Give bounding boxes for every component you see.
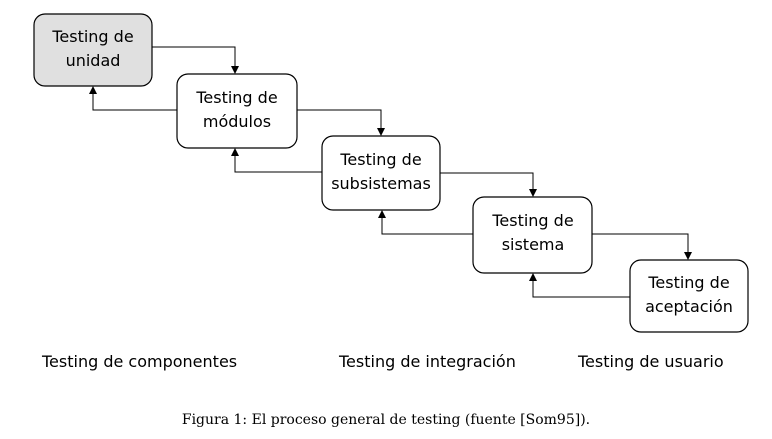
group-label-usuario: Testing de usuario xyxy=(577,352,724,371)
stage-label-sistema-line2: sistema xyxy=(502,235,565,254)
forward-connector-1 xyxy=(152,46,236,66)
forward-connector-3 xyxy=(440,172,534,189)
feedback-arrowhead-2 xyxy=(231,148,239,156)
stage-label-subsistemas-line2: subsistemas xyxy=(331,174,431,193)
feedback-arrowhead-3 xyxy=(378,210,386,218)
forward-connector-2 xyxy=(297,109,382,128)
stage-label-unidad-line2: unidad xyxy=(66,51,121,70)
feedback-connector-4 xyxy=(532,281,630,298)
stage-box-modulos: Testing de módulos xyxy=(176,73,298,149)
stage-label-aceptacion-line1: Testing de xyxy=(647,273,729,292)
feedback-connector-1 xyxy=(92,94,177,111)
feedback-arrowhead-4 xyxy=(529,273,537,281)
stage-label-modulos-line2: módulos xyxy=(203,112,271,131)
stage-label-unidad-line1: Testing de xyxy=(51,27,133,46)
feedback-connector-2 xyxy=(234,156,322,173)
stage-box-unidad: Testing de unidad xyxy=(33,13,153,87)
forward-arrowhead-3 xyxy=(529,189,537,197)
stage-box-sistema: Testing de sistema xyxy=(472,196,593,274)
stage-box-subsistemas-frame xyxy=(321,135,441,211)
group-label-componentes: Testing de componentes xyxy=(41,352,237,371)
forward-arrowhead-2 xyxy=(377,128,385,136)
stage-box-sistema-frame xyxy=(472,196,593,274)
forward-arrowhead-4 xyxy=(684,252,692,260)
stage-label-aceptacion-line2: aceptación xyxy=(645,297,733,316)
stage-box-modulos-frame xyxy=(176,73,298,149)
stage-label-modulos-line1: Testing de xyxy=(195,88,277,107)
stage-label-subsistemas-line1: Testing de xyxy=(339,150,421,169)
stage-box-subsistemas: Testing de subsistemas xyxy=(321,135,441,211)
group-label-integracion: Testing de integración xyxy=(338,352,516,371)
feedback-arrowhead-1 xyxy=(89,86,97,94)
feedback-connector-3 xyxy=(381,218,473,235)
figure-caption: Figura 1: El proceso general de testing … xyxy=(182,412,590,428)
stage-label-sistema-line1: Testing de xyxy=(491,211,573,230)
forward-connector-4 xyxy=(592,233,689,252)
stage-box-unidad-frame xyxy=(33,13,153,87)
stage-box-aceptacion-frame xyxy=(629,259,749,333)
forward-arrowhead-1 xyxy=(231,66,239,74)
stage-box-aceptacion: Testing de aceptación xyxy=(629,259,749,333)
